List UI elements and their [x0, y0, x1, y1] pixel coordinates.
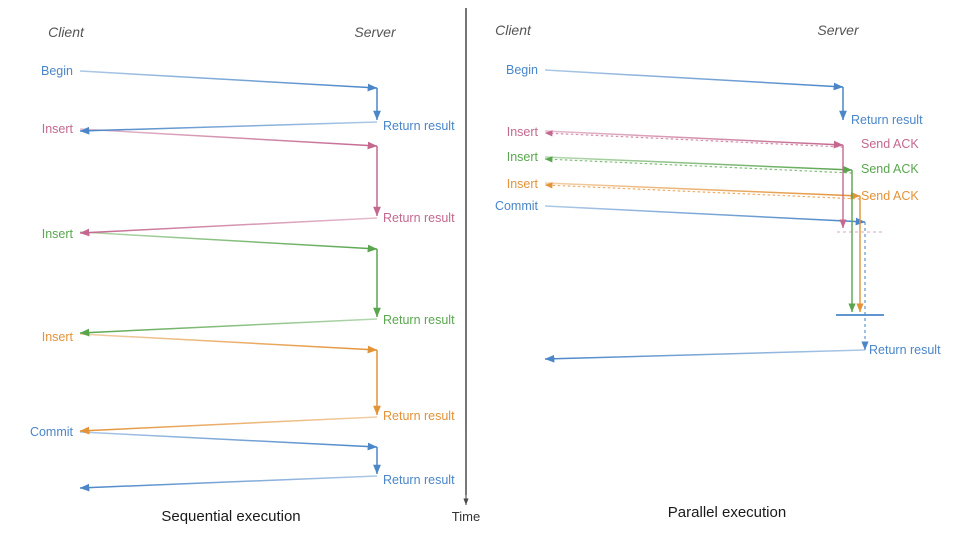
client-message-label-parallel-4: Commit	[495, 199, 539, 213]
ack-arrow-parallel-1	[544, 156, 853, 174]
client-message-label-sequential-2: Insert	[42, 227, 74, 241]
response-arrow-sequential-3	[79, 416, 378, 435]
server-message-label-sequential-1: Return result	[383, 211, 455, 225]
server-message-label-sequential-2: Return result	[383, 313, 455, 327]
request-arrow-parallel-1	[544, 130, 844, 149]
server-message-label-parallel-4: Return result	[869, 343, 941, 357]
request-arrow-sequential-1	[79, 128, 378, 150]
server-message-label-parallel-2: Send ACK	[861, 162, 919, 176]
server-message-label-sequential-3: Return result	[383, 409, 455, 423]
request-arrow-parallel-2	[544, 156, 853, 174]
response-arrow-sequential-4	[79, 475, 378, 492]
client-message-label-sequential-3: Insert	[42, 330, 74, 344]
lane-header-server: Server	[817, 22, 860, 38]
server-message-label-sequential-4: Return result	[383, 473, 455, 487]
server-message-label-parallel-1: Send ACK	[861, 137, 919, 151]
response-arrow-sequential-0	[79, 121, 378, 135]
time-axis-label: Time	[452, 509, 480, 524]
client-message-label-parallel-0: Begin	[506, 63, 538, 77]
client-message-label-sequential-0: Begin	[41, 64, 73, 78]
request-arrow-parallel-4	[544, 205, 866, 226]
lane-header-client: Client	[495, 22, 532, 38]
panel-caption-sequential: Sequential execution	[161, 508, 300, 525]
client-message-label-sequential-1: Insert	[42, 122, 74, 136]
response-arrow-sequential-2	[79, 318, 378, 337]
server-message-label-sequential-0: Return result	[383, 119, 455, 133]
lane-header-client: Client	[48, 24, 85, 40]
client-message-label-parallel-3: Insert	[507, 177, 539, 191]
client-message-label-parallel-2: Insert	[507, 150, 539, 164]
ack-arrow-parallel-0	[544, 130, 844, 148]
time-axis: Time	[452, 430, 480, 524]
request-arrow-parallel-3	[544, 182, 861, 200]
server-message-label-parallel-0: Return result	[851, 113, 923, 127]
request-arrow-sequential-2	[79, 231, 378, 253]
client-message-label-parallel-1: Insert	[507, 125, 539, 139]
ack-arrow-parallel-2	[544, 182, 861, 200]
request-arrow-sequential-3	[79, 333, 378, 354]
request-arrow-sequential-4	[79, 431, 378, 451]
client-message-label-sequential-4: Commit	[30, 425, 74, 439]
panel-caption-parallel: Parallel execution	[668, 504, 786, 521]
server-message-label-parallel-3: Send ACK	[861, 189, 919, 203]
request-arrow-sequential-0	[79, 70, 378, 92]
response-arrow-parallel-0	[544, 349, 866, 363]
request-arrow-parallel-0	[544, 69, 844, 91]
lane-header-server: Server	[354, 24, 397, 40]
response-arrow-sequential-1	[79, 217, 378, 237]
